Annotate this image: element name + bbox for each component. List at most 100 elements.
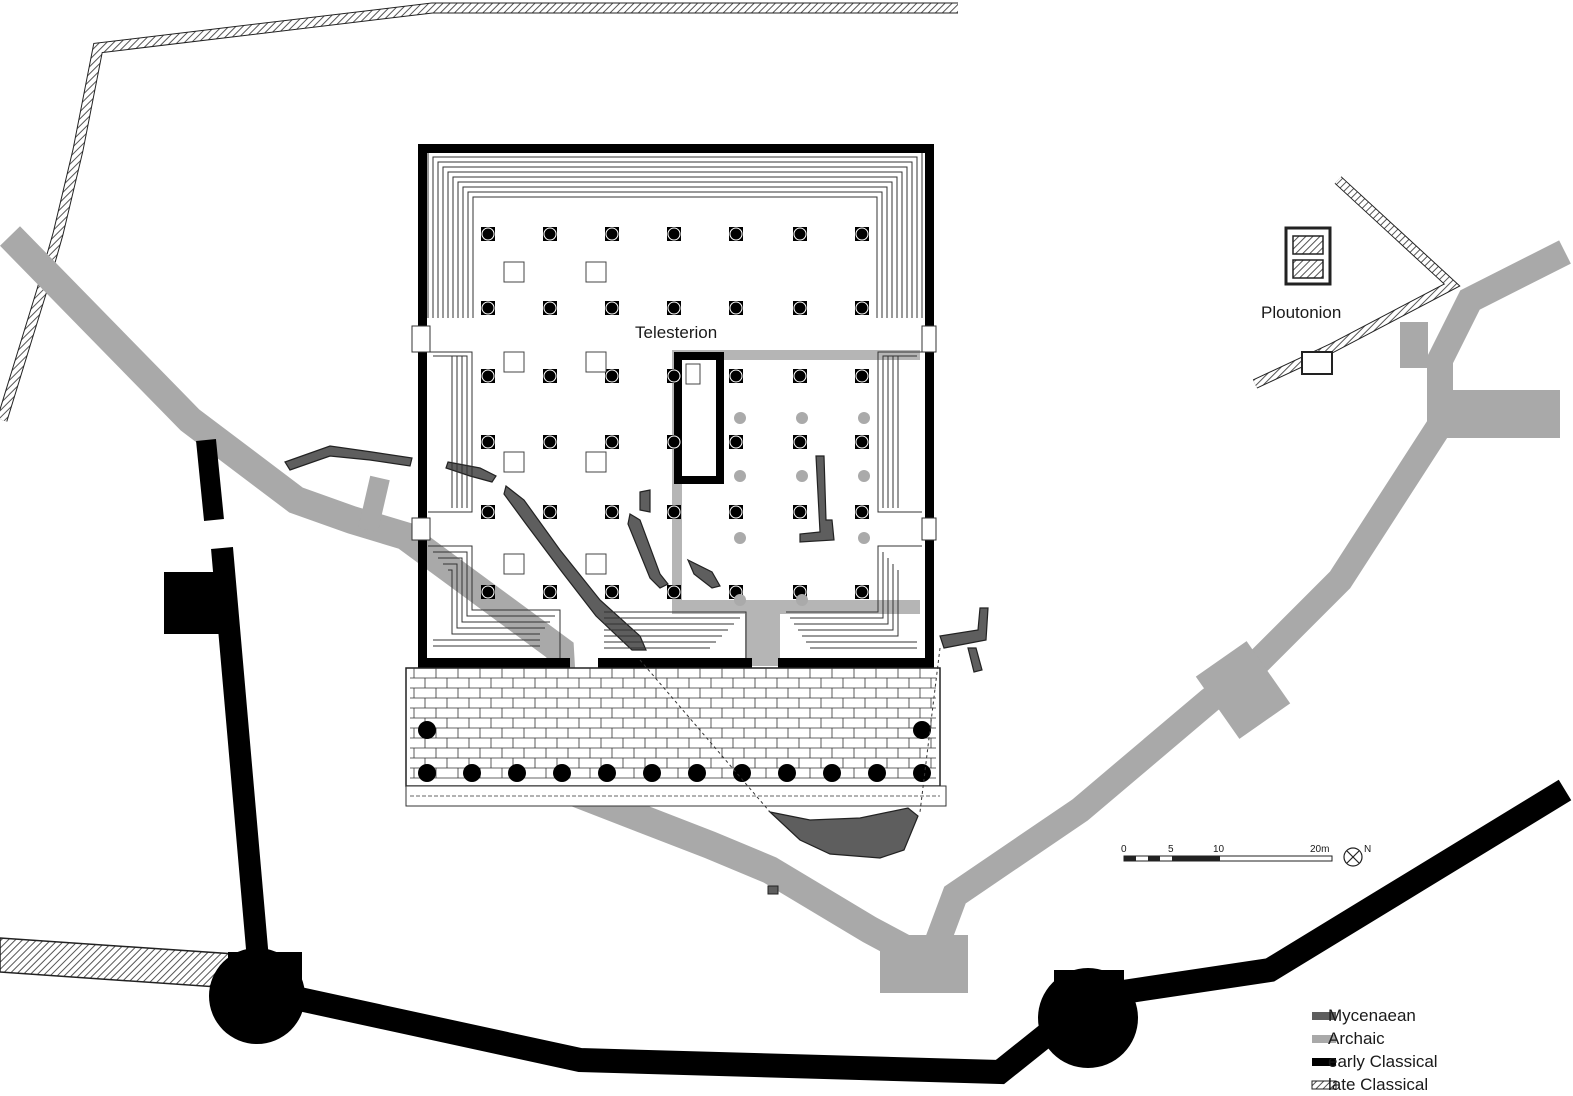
scale-tick-0: 0 [1121,844,1127,855]
column [729,301,743,315]
column [605,435,619,449]
telesterion-tiers [427,151,923,660]
legend-swatch [1312,1035,1336,1043]
small-block [767,885,779,895]
square-base [503,261,525,283]
scale-tick-5: 5 [1168,844,1174,855]
column [481,435,495,449]
legend-label: early Classical [1328,1052,1438,1071]
legend-item: early Classical [1312,1052,1438,1071]
telesterion-walls [418,144,934,690]
portico-column [598,764,616,782]
column [793,435,807,449]
column [605,369,619,383]
archaic-column [796,594,808,606]
archaic-column [734,470,746,482]
square-base [503,351,525,373]
portico-column [508,764,526,782]
legend-item: Mycenaean [1312,1006,1416,1025]
square-base [503,451,525,473]
scale-tick-10: 10 [1213,844,1225,855]
column [667,369,681,383]
scale-tick-20: 20m [1310,844,1329,855]
portico-column [643,764,661,782]
column [855,301,869,315]
portico-column [418,764,436,782]
label-telesterion: Telesterion [635,323,717,342]
archaic-column [734,532,746,544]
portico-column [418,721,436,739]
legend-swatch [1312,1058,1336,1066]
column [481,227,495,241]
portico-column [913,764,931,782]
column [667,301,681,315]
column [543,435,557,449]
column [729,227,743,241]
column [793,369,807,383]
column-square-bases [503,261,607,575]
late-classical-walls [0,2,1461,989]
column [481,505,495,519]
legend-swatch [1311,1080,1337,1090]
north-arrow-icon: N [1343,844,1371,867]
column [729,505,743,519]
scale-bar: 0 5 10 20m [1121,844,1333,862]
portico-column [553,764,571,782]
square-base [585,451,607,473]
column [605,301,619,315]
round-tower-se-base [1054,970,1124,1018]
legend-item: late Classical [1311,1075,1428,1094]
legend-label: Mycenaean [1328,1006,1416,1025]
column [855,369,869,383]
column [543,301,557,315]
square-base [585,261,607,283]
archaic-column-bases [734,412,870,606]
column [667,227,681,241]
mycenaean-remains [284,445,989,859]
column [605,585,619,599]
column [793,227,807,241]
column [543,227,557,241]
column [543,585,557,599]
column [543,369,557,383]
round-tower-sw-base [228,952,302,996]
archaic-column [858,470,870,482]
column [729,435,743,449]
column [481,301,495,315]
portico-column [688,764,706,782]
column [481,585,495,599]
portico-column [868,764,886,782]
portico-column [463,764,481,782]
fortification-walls [196,439,1572,1085]
square-base [585,351,607,373]
column [855,585,869,599]
legend-swatch [1312,1012,1336,1020]
archaic-column [734,594,746,606]
legend-item: Archaic [1312,1029,1385,1048]
label-ploutonion: Ploutonion [1261,303,1341,322]
column [729,369,743,383]
archaic-column [796,470,808,482]
square-base [503,553,525,575]
north-label: N [1364,844,1371,855]
column [855,435,869,449]
column [667,505,681,519]
portico-column [823,764,841,782]
portico-column [733,764,751,782]
archaic-column [734,412,746,424]
archaic-column [858,532,870,544]
column [605,505,619,519]
column [543,505,557,519]
legend-label: late Classical [1328,1075,1428,1094]
column [855,227,869,241]
column [667,585,681,599]
portico-column [913,721,931,739]
tower-west [164,572,230,634]
column [793,301,807,315]
column [667,435,681,449]
column [855,505,869,519]
archaic-column [858,412,870,424]
archaic-column [796,412,808,424]
